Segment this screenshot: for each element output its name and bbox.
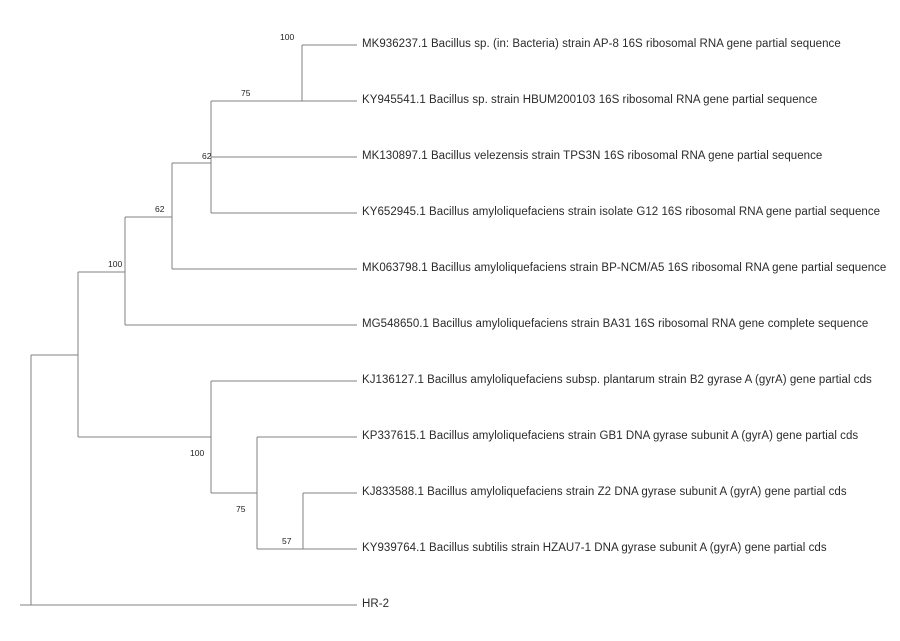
taxon-label-KY652945-1: KY652945.1 Bacillus amyloliquefaciens st… bbox=[362, 206, 881, 218]
taxon-label-MK936237-1: MK936237.1 Bacillus sp. (in: Bacteria) s… bbox=[362, 38, 841, 50]
taxon-label-MK130897-1: MK130897.1 Bacillus velezensis strain TP… bbox=[362, 150, 823, 162]
support-gyra-inner: 75 bbox=[236, 504, 246, 514]
branch-group bbox=[20, 44, 357, 606]
support-z2-hzau: 57 bbox=[282, 536, 292, 546]
support-ap8-hbum: 100 bbox=[280, 32, 295, 42]
taxon-label-HR-2: HR-2 bbox=[362, 598, 390, 610]
support-16s-inner: 62 bbox=[202, 151, 212, 161]
taxon-label-KY939764-1: KY939764.1 Bacillus subtilis strain HZAU… bbox=[362, 542, 827, 554]
taxon-label-KP337615-1: KP337615.1 Bacillus amyloliquefaciens st… bbox=[362, 430, 859, 442]
support-velezensis: 75 bbox=[241, 88, 251, 98]
support-gyra-clade: 100 bbox=[190, 448, 205, 458]
taxon-label-KJ136127-1: KJ136127.1 Bacillus amyloliquefaciens su… bbox=[362, 374, 872, 386]
taxon-label-KY945541-1: KY945541.1 Bacillus sp. strain HBUM20010… bbox=[362, 94, 818, 106]
support-16s-clade: 62 bbox=[155, 204, 165, 214]
support-all-bacillus: 100 bbox=[108, 259, 123, 269]
taxon-label-KJ833588-1: KJ833588.1 Bacillus amyloliquefaciens st… bbox=[362, 486, 847, 498]
taxon-label-MG548650-1: MG548650.1 Bacillus amyloliquefaciens st… bbox=[362, 318, 869, 330]
taxon-label-MK063798-1: MK063798.1 Bacillus amyloliquefaciens st… bbox=[362, 262, 887, 274]
